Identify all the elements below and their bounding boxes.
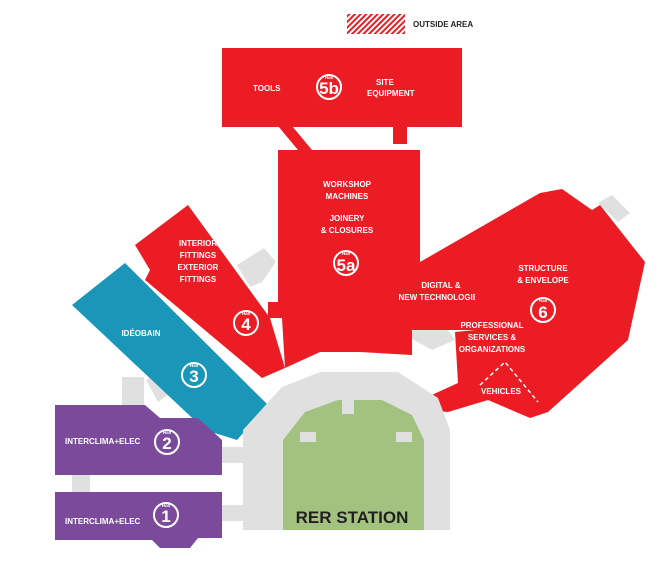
hall-3[interactable]: IDÉOBAIN Hall 3 <box>72 263 268 440</box>
svg-text:Hall: Hall <box>539 298 547 303</box>
hall-1-label: INTERCLIMA+ELEC <box>65 517 141 526</box>
rer-station-label: RER STATION <box>296 508 409 527</box>
svg-text:4: 4 <box>241 315 251 334</box>
hall-6-organizations-label: ORGANIZATIONS <box>459 345 526 354</box>
hall-4-badge: Hall 4 <box>233 310 259 336</box>
hall-3-ideobain-label: IDÉOBAIN <box>121 329 160 338</box>
svg-text:5a: 5a <box>337 256 356 275</box>
hall-2-label: INTERCLIMA+ELEC <box>65 437 141 446</box>
svg-text:1: 1 <box>161 507 170 526</box>
svg-text:5b: 5b <box>319 79 339 98</box>
hall-5b[interactable]: TOOLS SITE EQUIPMENT Hall 5b <box>222 48 462 150</box>
svg-text:Hall: Hall <box>190 363 198 368</box>
hall-5a-digital-label: DIGITAL & <box>421 281 460 290</box>
legend: OUTSIDE AREA <box>347 14 473 34</box>
rer-station[interactable]: RER STATION <box>243 372 450 530</box>
hall-5a-workshop-label: WORKSHOP <box>323 180 372 189</box>
hall-4-fittings-label-2: FITTINGS <box>180 275 217 284</box>
hall-5a[interactable]: WORKSHOP MACHINES JOINERY & CLOSURES DIG… <box>268 150 484 368</box>
hall-4-interior-label: INTERIOR <box>179 239 217 248</box>
hall-1[interactable]: INTERCLIMA+ELEC Hall 1 <box>55 492 222 548</box>
hall-6-badge: Hall 6 <box>530 297 556 323</box>
hall-6-services-label: SERVICES & <box>468 333 517 342</box>
hall-1-badge: Hall 1 <box>153 502 179 528</box>
hall-5b-badge: Hall 5b <box>316 74 342 100</box>
hall-6-vehicles-label: VEHICLES <box>481 387 522 396</box>
hall-4-fittings-label-1: FITTINGS <box>180 251 217 260</box>
outside-area-swatch <box>347 14 405 34</box>
hall-6-envelope-label: & ENVELOPE <box>517 276 569 285</box>
svg-text:3: 3 <box>189 367 198 386</box>
walkways <box>72 195 630 521</box>
svg-text:Hall: Hall <box>342 251 350 256</box>
hall-5a-closures-label: & CLOSURES <box>321 226 374 235</box>
hall-2-badge: Hall 2 <box>154 429 180 455</box>
hall-5a-badge: Hall 5a <box>333 250 359 276</box>
hall-2[interactable]: INTERCLIMA+ELEC Hall 2 <box>55 405 222 475</box>
svg-text:2: 2 <box>162 434 171 453</box>
hall-5a-machines-label: MACHINES <box>326 192 369 201</box>
svg-text:Hall: Hall <box>162 503 170 508</box>
hall-4-exterior-label: EXTERIOR <box>178 263 219 272</box>
hall-6[interactable]: STRUCTURE & ENVELOPE PROFESSIONAL SERVIC… <box>420 189 645 418</box>
outside-area-label: OUTSIDE AREA <box>413 20 473 29</box>
hall-5a-newtech-label: NEW TECHNOLOGIES <box>399 293 485 302</box>
hall-6-professional-label: PROFESSIONAL <box>460 321 523 330</box>
hall-6-structure-label: STRUCTURE <box>518 264 568 273</box>
hall-5a-joinery-label: JOINERY <box>330 214 365 223</box>
hall-5b-site-label: SITE <box>376 78 394 87</box>
hall-5b-tools-label: TOOLS <box>253 84 281 93</box>
svg-text:6: 6 <box>538 303 547 322</box>
hall-4[interactable]: INTERIOR FITTINGS EXTERIOR FITTINGS Hall… <box>135 205 285 378</box>
svg-text:Hall: Hall <box>242 311 250 316</box>
hall-5b-equipment-label: EQUIPMENT <box>367 89 415 98</box>
svg-text:Hall: Hall <box>163 430 171 435</box>
hall-3-badge: Hall 3 <box>181 362 207 388</box>
svg-text:Hall: Hall <box>325 75 333 80</box>
